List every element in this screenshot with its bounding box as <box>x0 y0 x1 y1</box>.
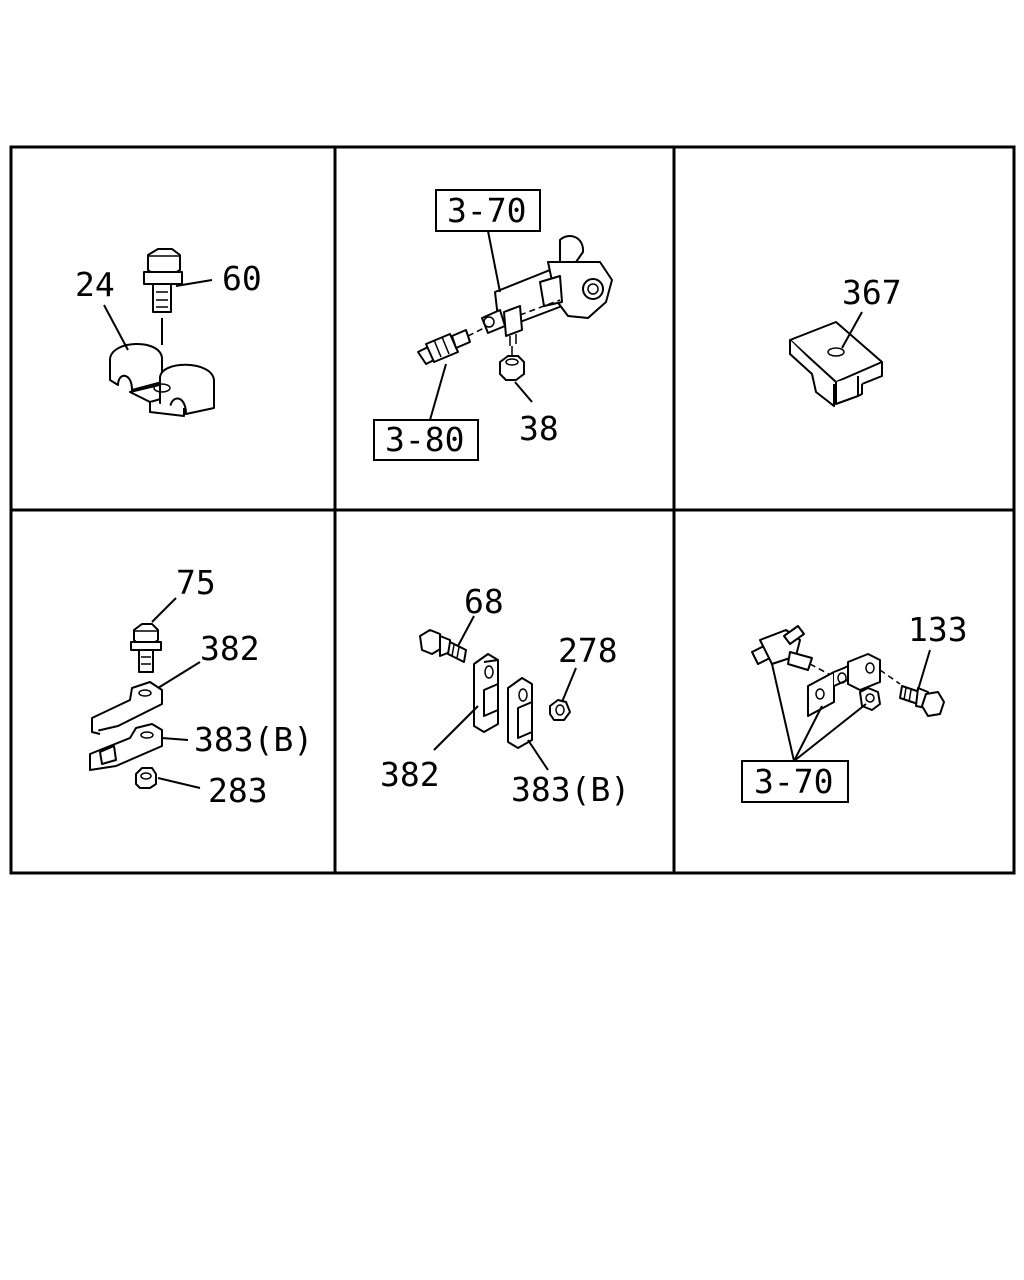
bolt-60-drawing <box>143 248 183 345</box>
leader-383b-a <box>161 737 189 741</box>
bracket-383b-drawing <box>89 723 163 771</box>
panel-clamp: 24 60 <box>75 248 262 417</box>
callout-283: 283 <box>208 771 268 810</box>
callout-382-b: 382 <box>380 755 440 794</box>
callout-75: 75 <box>176 563 216 602</box>
callout-24: 24 <box>75 265 115 304</box>
ref-3-70-b: 3-70 <box>754 762 833 801</box>
panel-bracket-set-a: 75 382 383(B) 283 <box>89 563 313 810</box>
leader-133 <box>917 649 931 691</box>
leader-278 <box>561 667 577 703</box>
bracket-382-drawing <box>91 681 163 735</box>
diagram-grid <box>9 145 1016 875</box>
callout-133: 133 <box>908 610 968 649</box>
nut-278-drawing <box>549 699 571 721</box>
leader-367 <box>841 311 863 349</box>
leader-3-70 <box>487 230 501 293</box>
callout-383b-a: 383(B) <box>194 720 313 759</box>
bracket-383b-b-drawing <box>507 677 533 749</box>
callout-382-a: 382 <box>200 629 260 668</box>
callout-367: 367 <box>842 273 902 312</box>
callout-383b-b: 383(B) <box>511 770 630 809</box>
clamp-24-drawing <box>109 343 215 417</box>
leader-24 <box>103 304 129 351</box>
callout-38: 38 <box>519 409 559 448</box>
ref-3-80: 3-80 <box>385 420 464 459</box>
bracket-367-drawing <box>789 321 883 407</box>
leader-283 <box>157 777 201 789</box>
leader-38 <box>514 381 533 403</box>
leader-3-70-b <box>771 663 867 762</box>
bolt-68-drawing <box>419 629 467 663</box>
ref-box-3-80 <box>373 419 479 461</box>
callout-60: 60 <box>222 259 262 298</box>
leader-75 <box>151 597 177 623</box>
fitting-3-80-drawing <box>417 327 485 365</box>
leader-382-b <box>433 705 479 751</box>
valve-3-70-b-drawing <box>751 625 901 717</box>
leader-68 <box>457 615 475 647</box>
valve-3-70-drawing <box>481 235 613 346</box>
panel-bracket-set-b: 68 278 382 383(B) <box>380 582 630 809</box>
panel-valve: 3-70 3-80 38 <box>373 189 613 461</box>
panel-bracket: 367 <box>789 273 902 407</box>
callout-278: 278 <box>558 631 618 670</box>
leader-383b-b <box>527 739 549 771</box>
leader-382-a <box>157 661 201 689</box>
bolt-75-drawing <box>130 623 162 673</box>
nut-38-drawing <box>499 346 525 381</box>
leader-60 <box>175 279 213 287</box>
callout-68: 68 <box>464 582 504 621</box>
bolt-133-drawing <box>899 685 945 717</box>
nut-283-drawing <box>135 767 157 789</box>
bracket-382-b-drawing <box>473 653 499 733</box>
ref-3-70: 3-70 <box>447 191 526 230</box>
panel-valve-bracket: 3-70 133 <box>741 610 968 803</box>
leader-3-80 <box>429 363 447 421</box>
